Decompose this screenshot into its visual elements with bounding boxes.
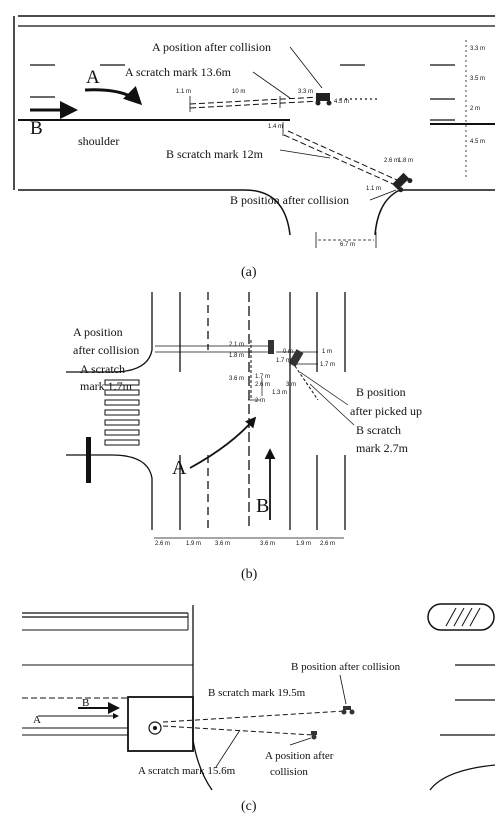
leader-c-a-scratch	[215, 729, 241, 768]
c-a-scratch-label: A scratch mark 15.6m	[138, 765, 236, 777]
vehicle-b-icon-c	[341, 706, 355, 715]
dim-b-9: 2 m	[255, 398, 265, 404]
dim-a-7: 1.8 m	[398, 158, 413, 164]
dim-b-7: 3 m	[286, 382, 296, 388]
dim-a-9: 6.7 m	[340, 242, 355, 248]
dim-a-r3: 2 m	[470, 106, 480, 112]
dim-a-r4: 4.5 m	[470, 139, 485, 145]
a-position-label: A position after collision	[152, 40, 271, 54]
leader-c-a-pos	[289, 737, 312, 746]
a-scratch-label: A scratch mark 13.6m	[125, 65, 232, 79]
panel-b-label-a: A	[172, 457, 187, 479]
collision-vehicle-icon	[148, 721, 162, 735]
b-b-scratch-line1: B scratch	[356, 423, 401, 437]
dim-b-bottom-5: 1.9 m	[296, 541, 311, 547]
c-b-scratch-label: B scratch mark 19.5m	[208, 687, 306, 699]
leader-b-scratch-b	[309, 383, 355, 426]
caption-b: (b)	[241, 567, 258, 582]
collision-zone-box	[127, 696, 194, 752]
b-scratch-mark-line	[283, 130, 398, 185]
dim-b-bottom-2: 1.9 m	[186, 541, 201, 547]
dim-b-1: 2.1 m	[229, 342, 244, 348]
dim-a-1: 1.1 m	[176, 89, 191, 95]
panel-a-label-a: A	[86, 67, 100, 88]
c-a-position-line1: A position after	[265, 750, 334, 762]
dim-b-bottom-1: 2.6 m	[155, 541, 170, 547]
dim-b-10: 1 m	[322, 349, 332, 355]
dim-a-3: 3.3 m	[298, 89, 313, 95]
leader-b-scratch	[279, 149, 331, 159]
dim-b-bottom-3: 3.6 m	[215, 541, 230, 547]
caption-c: (c)	[241, 799, 257, 814]
b-position-label: B position after collision	[230, 193, 349, 207]
panel-c: A B B position after collision B scratch…	[22, 603, 496, 814]
panel-a: A B shoulder A position after collision …	[13, 15, 495, 280]
vehicle-a-path-arrow-b	[189, 416, 257, 469]
vehicle-a-icon-b	[268, 340, 274, 354]
b-a-scratch-line2: mark 1.7m	[80, 379, 133, 393]
b-a-scratch-line1: A scratch	[80, 362, 125, 376]
vehicle-b-icon	[392, 172, 413, 193]
dim-b-bottom-6: 2.6 m	[320, 541, 335, 547]
leader-b-pos	[369, 189, 397, 201]
bottom-dims-b: 2.6 m 1.9 m 3.6 m 3.6 m 1.9 m 2.6 m	[155, 541, 335, 547]
dim-b-bottom-4: 3.6 m	[260, 541, 275, 547]
vehicle-a-icon-c	[311, 731, 317, 740]
vehicle-a-path-arrow	[84, 86, 143, 106]
caption-a: (a)	[241, 265, 257, 280]
leader-c-b-pos	[339, 674, 347, 705]
dim-b-5: 3.6 m	[229, 376, 244, 382]
panel-b-label-b: B	[256, 495, 269, 517]
dim-a-2: 10 m	[232, 89, 245, 95]
panel-c-label-a: A	[33, 714, 41, 726]
b-b-position-line1: B position	[356, 385, 406, 399]
dim-a-6: 2.6 m	[384, 158, 399, 164]
scratch-marks-b	[250, 340, 319, 401]
shoulder-label: shoulder	[78, 134, 119, 148]
dim-a-4: 4.5 m	[334, 99, 349, 105]
b-scratch-label: B scratch mark 12m	[166, 147, 264, 161]
dim-a-8: 1.1 m	[366, 186, 381, 192]
vehicle-a-icon	[315, 93, 332, 106]
dim-b-3: 1.7 m	[276, 358, 291, 364]
vehicle-b-icon-b	[288, 349, 304, 367]
dim-b-12: 0 m	[283, 349, 293, 355]
dim-a-r2: 3.5 m	[470, 76, 485, 82]
leader-a-scratch	[252, 71, 291, 99]
b-b-position-line2: after picked up	[350, 404, 422, 418]
leader-a-pos	[289, 46, 323, 89]
b-a-position-line2: after collision	[73, 343, 139, 357]
stop-line	[86, 437, 91, 483]
zebra-crossing	[104, 379, 140, 446]
dim-b-11: 1.7 m	[320, 362, 335, 368]
a-scratch-mark-line	[189, 96, 321, 109]
c-b-position-label: B position after collision	[291, 661, 401, 673]
panel-a-label-b: B	[30, 118, 43, 139]
dim-a-r1: 3.3 m	[470, 46, 485, 52]
b-b-scratch-line2: mark 2.7m	[356, 441, 409, 455]
panel-c-label-b: B	[82, 697, 89, 709]
c-a-position-line2: collision	[270, 766, 308, 778]
dim-b-4: 1.7 m	[255, 374, 270, 380]
median-island	[427, 603, 495, 631]
leader-b-pos-b	[299, 371, 349, 406]
dim-b-6: 2.6 m	[255, 382, 270, 388]
b-a-position-line1: A position	[73, 325, 123, 339]
dim-b-2: 1.8 m	[229, 353, 244, 359]
lane-dashes-a	[30, 64, 455, 121]
panel-b: A position after collision A scratch mar…	[66, 292, 422, 582]
dim-b-8: 1.3 m	[272, 390, 287, 396]
dim-a-5: 1.4 m	[268, 124, 283, 130]
measure-ticks-a	[189, 40, 467, 248]
scratch-marks-c	[162, 710, 346, 736]
